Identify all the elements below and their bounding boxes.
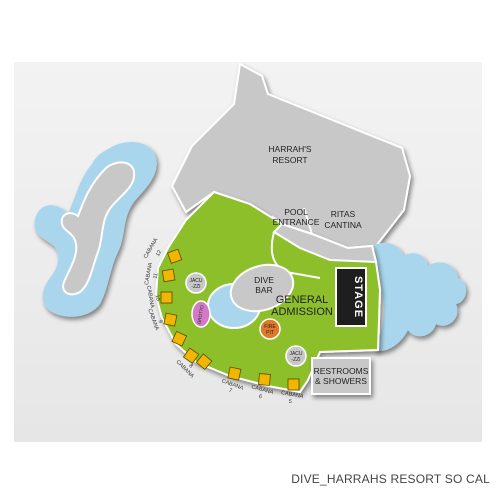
grotto[interactable] (191, 300, 211, 328)
pool-entrance-building (272, 222, 378, 264)
dive-bar-label-1: DIVE (254, 275, 274, 285)
cabana-6-box[interactable] (258, 373, 271, 386)
cabana-5-number: 5 (288, 399, 292, 405)
grotto-label: GROTTO (196, 304, 204, 324)
cabana-11-number: 11 (153, 272, 160, 279)
jacuzzi-top-label-1: JACU (189, 278, 202, 284)
restrooms-label-1: RESTROOMS (314, 366, 369, 376)
jacuzzi-bottom[interactable] (285, 345, 307, 367)
left-river-island (60, 161, 136, 296)
cabana-12-number: 12 (155, 249, 163, 257)
pool-entrance-label-1: POOL (284, 207, 308, 217)
ritas-label-1: RITAS (331, 209, 356, 219)
cabana-6-label: CABANA (251, 384, 275, 396)
venue-title: DIVE_HARRAHS RESORT SO CAL (291, 472, 490, 486)
left-lazy-river (34, 142, 157, 317)
cabana-7-number: 7 (228, 388, 233, 395)
cabana-10-label: CABANA (145, 285, 155, 309)
pool-entrance-label-2: ENTRANCE (273, 217, 320, 227)
cabana-9-number: 9 (157, 319, 164, 324)
cabana-5-label: CABANA (281, 390, 305, 400)
restrooms-label-2: & SHOWERS (315, 376, 367, 386)
resort-label-2: RESORT (272, 155, 307, 165)
cabana-group (160, 248, 300, 391)
cabana-8-number: 8 (188, 363, 194, 369)
dive-bar-area (207, 263, 295, 329)
cabana-12-box[interactable] (167, 248, 183, 264)
cabana-9b-box[interactable] (171, 330, 188, 347)
jacuzzi-top[interactable] (185, 272, 207, 294)
cabana-6-number: 6 (258, 394, 263, 401)
dive-bar-island (229, 263, 295, 313)
fire-pit-label-2: PIT (266, 330, 274, 336)
cabana-11-box[interactable] (161, 268, 176, 283)
jacuzzi-bottom-label-1: JACU (289, 351, 302, 357)
jacuzzi-bottom-label-2: -ZZI (291, 357, 300, 363)
cabana-8-box[interactable] (182, 347, 200, 364)
cabana-10-number: 10 (153, 294, 160, 301)
cabana-11-label: CABANA (144, 262, 154, 286)
cabana-10-box[interactable] (160, 291, 173, 304)
restrooms-showers (311, 357, 371, 395)
resort-divider (303, 207, 313, 235)
ga-label-1: GENERAL (276, 294, 329, 306)
right-pool-water (372, 242, 467, 352)
stage-label: STAGE (352, 276, 364, 318)
ritas-label-2: CANTINA (324, 220, 362, 230)
ga-label-2: ADMISSION (271, 306, 333, 318)
fire-pit-label-1: FIRE (264, 324, 276, 330)
cabana-9-box[interactable] (163, 312, 178, 327)
fire-pit[interactable] (259, 318, 281, 340)
dive-bar-label-2: BAR (255, 285, 272, 295)
resort-label-1: HARRAH'S (268, 144, 312, 154)
cabana-5-box[interactable] (287, 378, 300, 391)
jacuzzi-top-label-2: -ZZI (191, 284, 200, 290)
cabana-7-box[interactable] (227, 366, 242, 381)
stage[interactable] (335, 267, 367, 327)
cabana-8b-box[interactable] (195, 353, 213, 371)
